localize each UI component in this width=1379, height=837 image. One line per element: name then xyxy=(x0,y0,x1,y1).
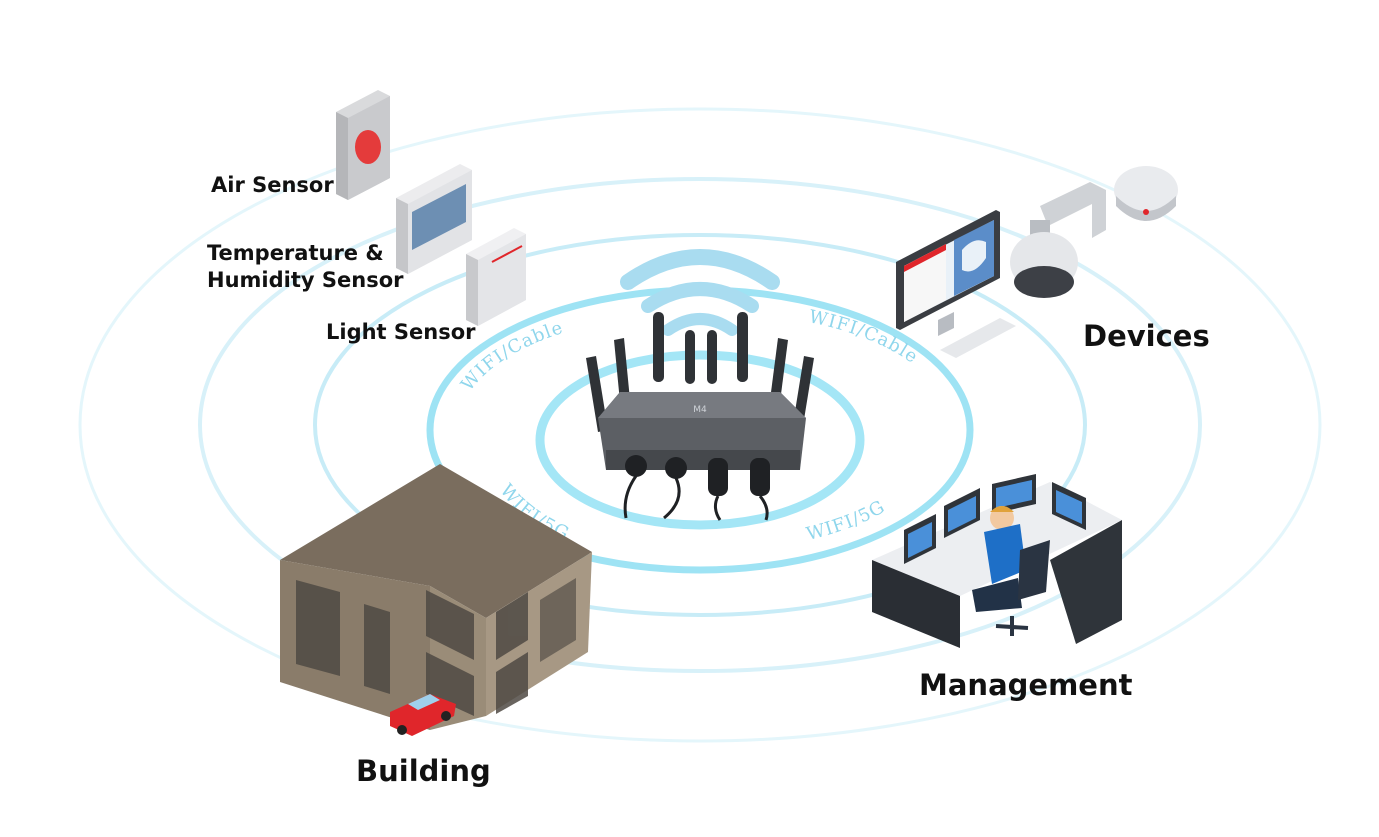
label-devices: Devices xyxy=(1083,319,1210,353)
temperature-humidity-sensor-icon xyxy=(396,164,472,274)
car-icon xyxy=(390,694,456,736)
security-camera-icon xyxy=(1010,166,1178,298)
svg-text:M4: M4 xyxy=(693,405,707,415)
label-building: Building xyxy=(356,754,491,788)
label-temperature-humidity-sensor-line2: Humidity Sensor xyxy=(207,268,404,292)
wifi-signal-icon xyxy=(620,249,780,336)
signal-rings xyxy=(78,107,1322,743)
label-management: Management xyxy=(919,668,1133,702)
building-icon xyxy=(280,464,592,730)
air-sensor-icon xyxy=(336,90,390,200)
router-icon: M4 xyxy=(586,312,814,521)
ring-5 xyxy=(535,350,865,530)
label-temperature-humidity-sensor-line1: Temperature & xyxy=(207,241,384,265)
computer-monitor-icon xyxy=(896,210,1016,358)
label-light-sensor: Light Sensor xyxy=(326,320,476,344)
ring-1 xyxy=(78,107,1322,743)
ring-2 xyxy=(198,177,1202,673)
workstation-icon xyxy=(872,474,1122,648)
ring-3 xyxy=(313,233,1087,617)
light-sensor-icon xyxy=(466,228,526,326)
label-air-sensor: Air Sensor xyxy=(211,173,334,197)
